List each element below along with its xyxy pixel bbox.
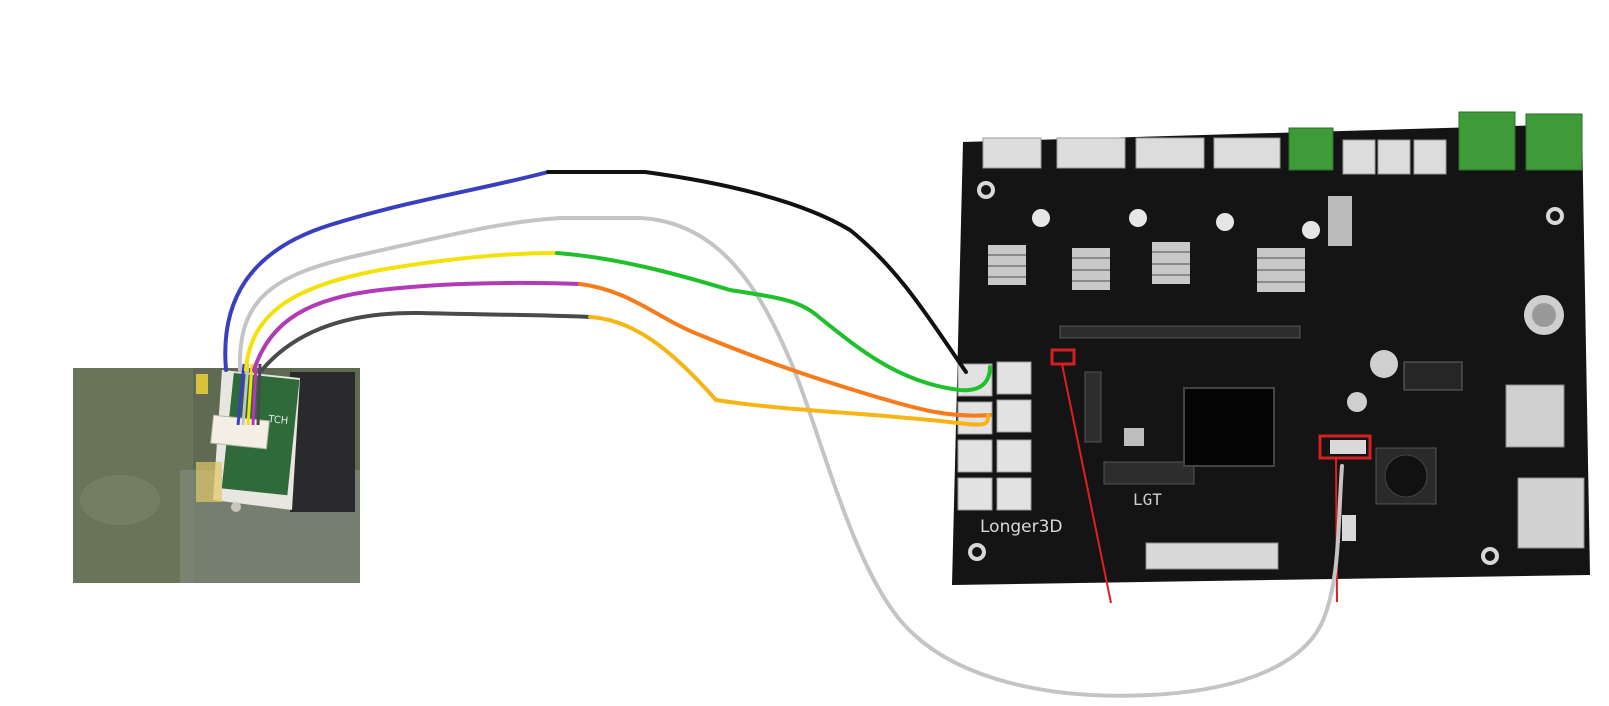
- crystal: [1124, 428, 1144, 446]
- pointer-line-endstop: [1061, 363, 1112, 604]
- servo-pin-header: [1330, 440, 1366, 454]
- mcu-chip-label: LGT: [1133, 490, 1162, 509]
- wire-purple-orange: [252, 280, 992, 418]
- pin-headers: [1059, 325, 1301, 485]
- wire-blue-black: [223, 170, 968, 374]
- sensor-photo: TCH: [73, 363, 360, 583]
- sensor-board-print: TCH: [267, 414, 289, 427]
- highlight-box-servo: [1318, 434, 1372, 460]
- mosfet: [1328, 196, 1352, 246]
- pointer-lines: [1061, 363, 1338, 604]
- power-terminals: [1288, 111, 1583, 171]
- sd-card-slot: [1517, 477, 1585, 549]
- wire-gray-long: [237, 216, 1344, 698]
- controller-board: LGT Longer3D: [952, 111, 1590, 585]
- top-connectors: [982, 137, 1447, 175]
- wires: [223, 170, 1344, 698]
- bltouch-probe: TCH: [196, 370, 300, 512]
- wire-darkgray-amber: [260, 310, 991, 427]
- voltage-regulator: [1403, 361, 1463, 391]
- mcu-chip: LGT: [1133, 387, 1275, 509]
- board-brand-label: Longer3D: [980, 517, 1063, 537]
- inductor: [1375, 447, 1437, 505]
- pointer-line-servo: [1335, 457, 1338, 603]
- lcd-ribbon-connector: [1145, 542, 1279, 570]
- small-connector: [1342, 515, 1356, 541]
- stepper-drivers: [988, 209, 1320, 292]
- capacitors: [1347, 295, 1564, 412]
- wire-yellow-green: [244, 251, 992, 393]
- usb-port: [1505, 384, 1565, 448]
- mounting-holes: [968, 181, 1564, 565]
